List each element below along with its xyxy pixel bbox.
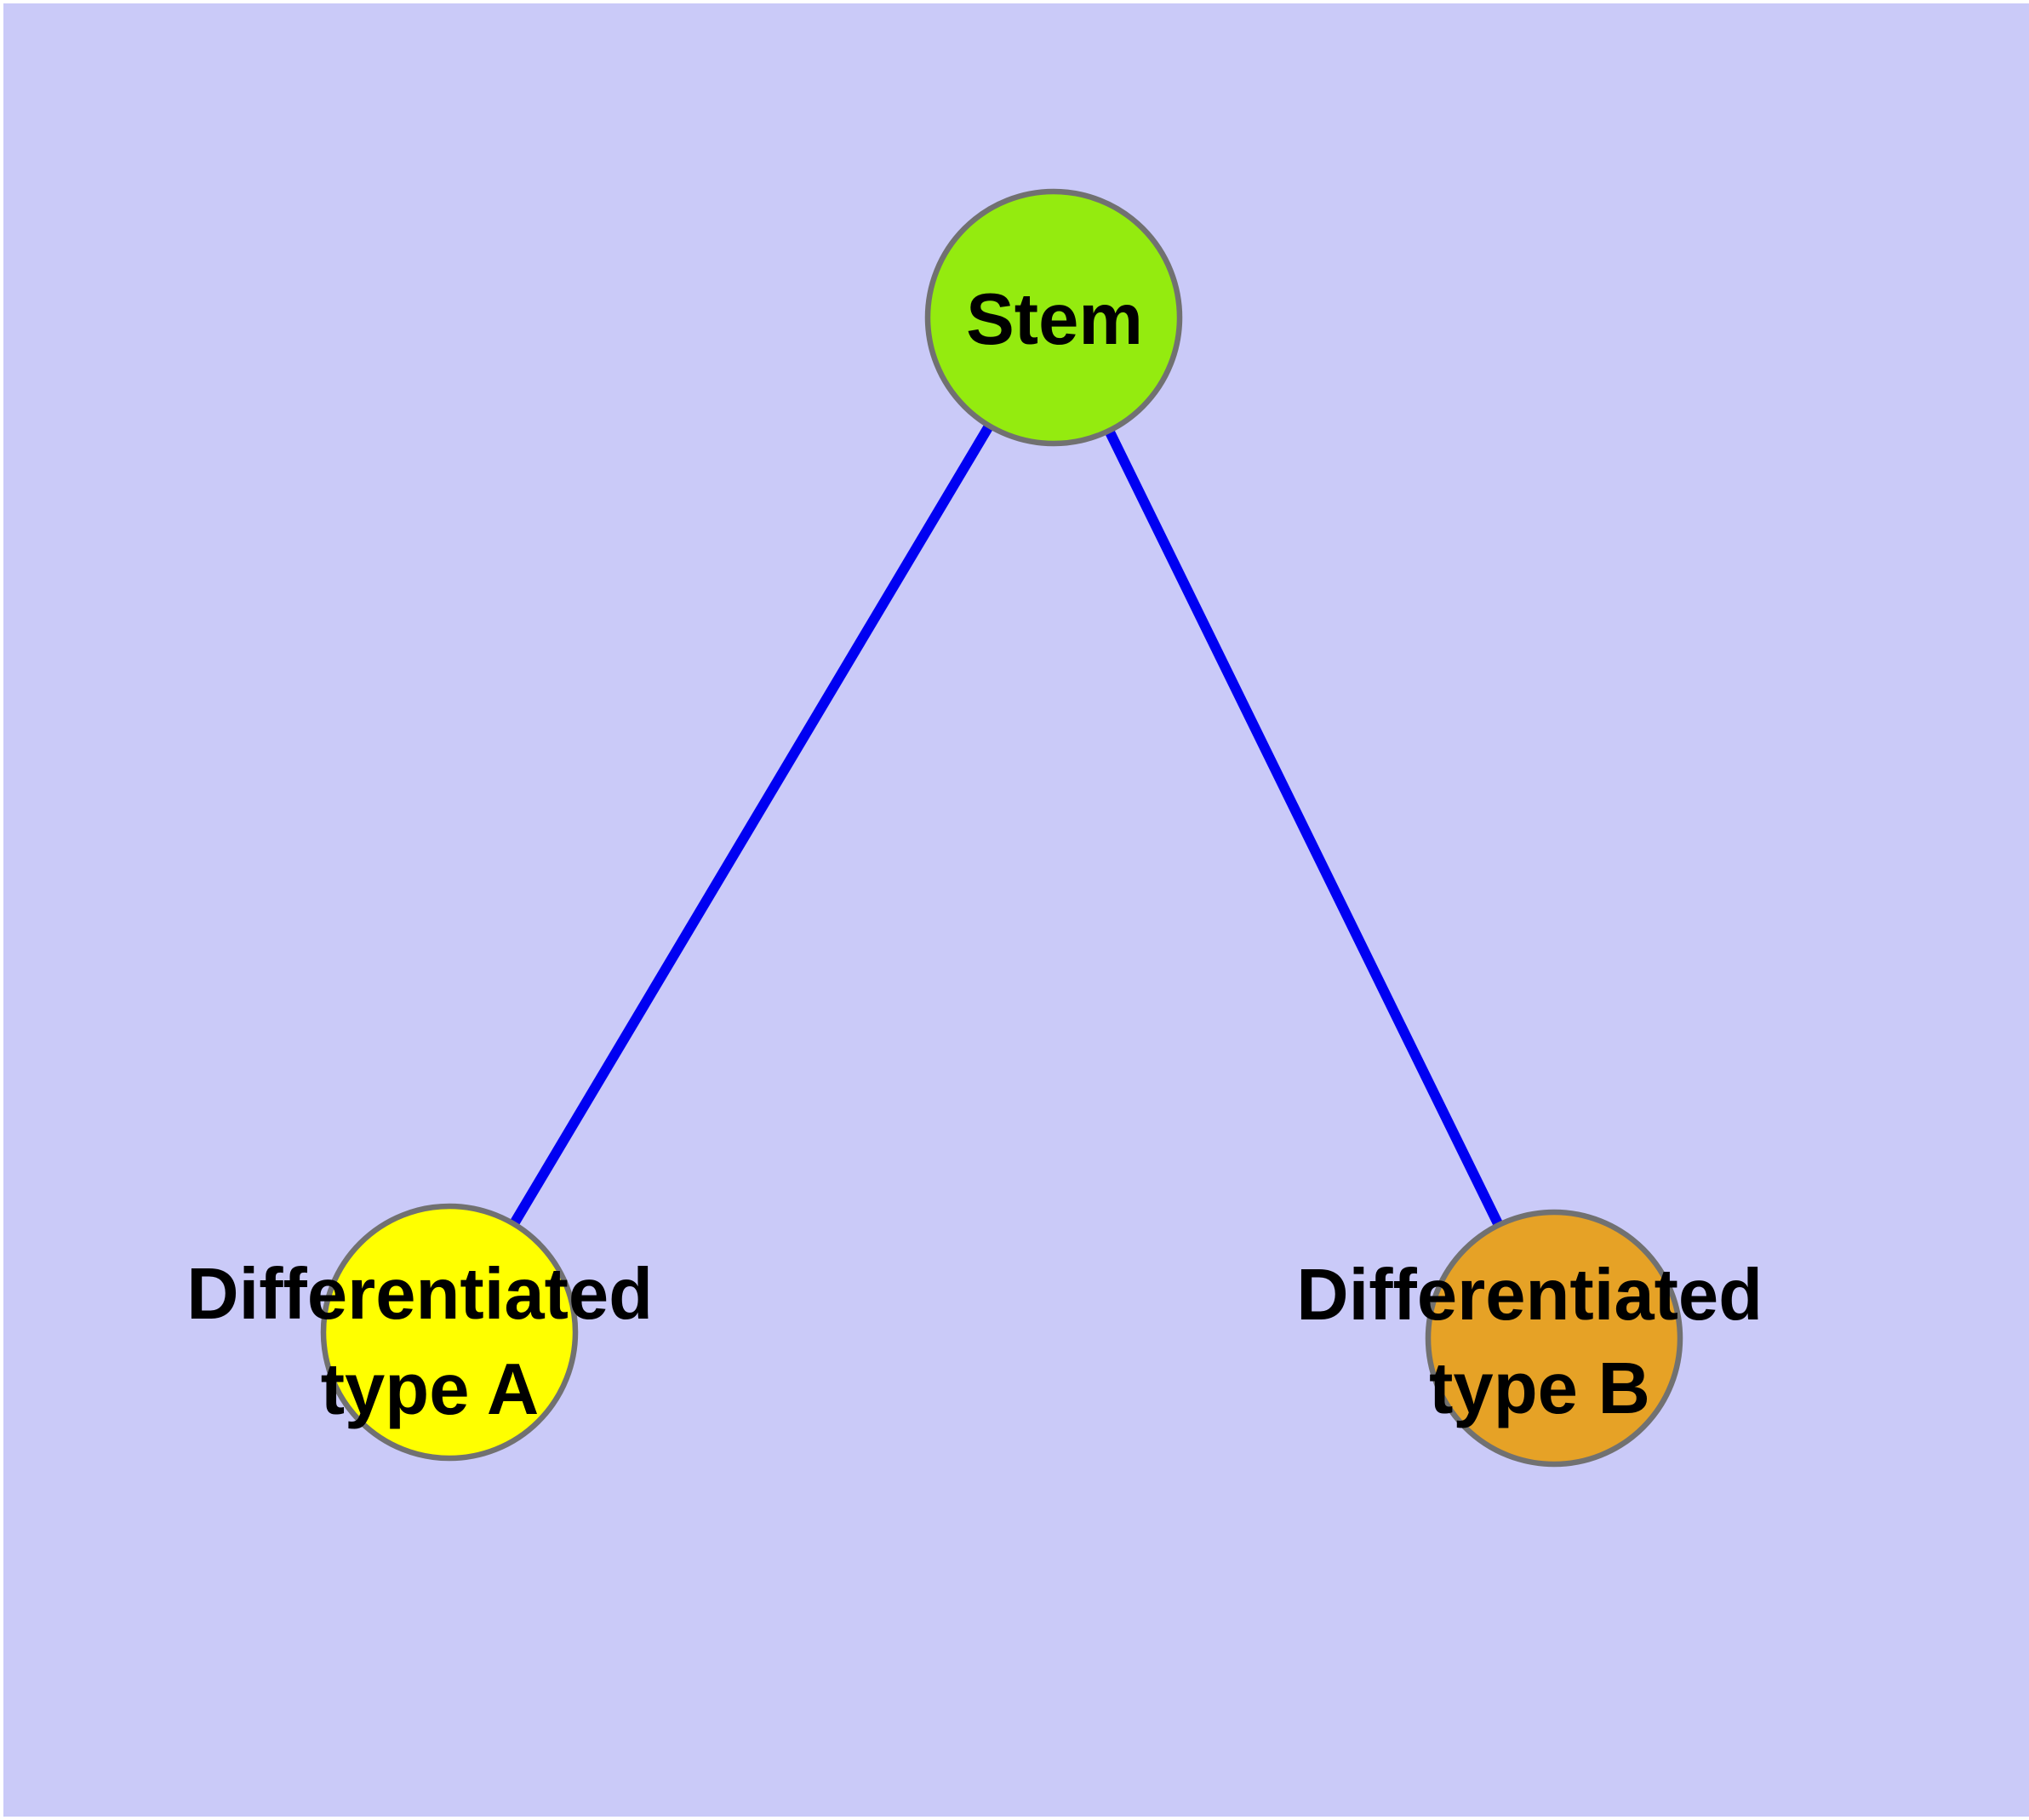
node-differentiated-type-b-label-line1: Differentiated (1296, 1255, 1763, 1336)
node-stem-label: Stem (966, 279, 1143, 360)
node-differentiated-type-a-label: Differentiated type A (186, 1254, 672, 1430)
node-differentiated-type-b-label-line2: type B (1429, 1348, 1650, 1429)
node-differentiated-type-a-circle (320, 1203, 579, 1462)
edge-stem-to-differentiated-type-b (1049, 315, 1559, 1341)
edge-stem-to-differentiated-type-a (444, 314, 1059, 1336)
node-differentiated-type-a-label-line1: Differentiated (186, 1254, 653, 1335)
node-differentiated-type-a-label-line2: type A (321, 1349, 540, 1430)
node-differentiated-type-b-label: Differentiated type B (1296, 1255, 1782, 1429)
node-stem-circle (924, 188, 1183, 447)
node-differentiated-type-b-circle (1425, 1209, 1683, 1468)
